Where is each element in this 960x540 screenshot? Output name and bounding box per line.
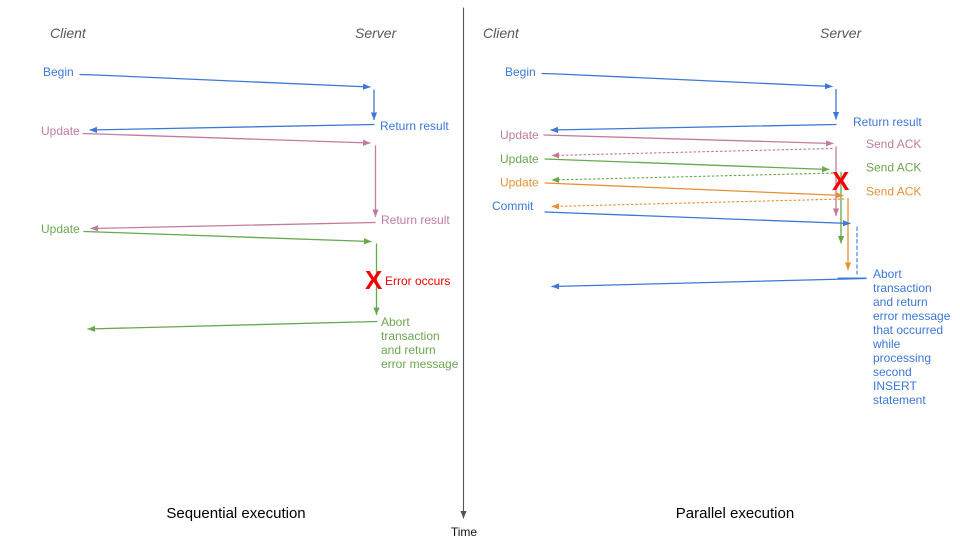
right-update3-request-arrow (544, 182, 844, 199)
right-begin-result-label: Return result (853, 115, 922, 129)
left-server-header: Server (355, 25, 398, 41)
right-begin-label: Begin (505, 65, 536, 79)
right-begin-request-arrow (541, 72, 833, 90)
right-update2-request-arrow (544, 158, 830, 173)
left-begin-request-arrow (79, 73, 371, 90)
right-update2-ack-arrow (551, 172, 838, 183)
right-commit-label: Commit (492, 199, 534, 213)
right-commit-request-arrow (544, 211, 851, 227)
right-error-x-mark: X (832, 166, 850, 196)
right-update3-ack-arrow (551, 198, 845, 210)
left-begin-label: Begin (43, 65, 74, 79)
left-error-x-mark: X (365, 265, 383, 295)
time-axis: Time (451, 7, 478, 539)
left-abort-line-4: error message (381, 357, 459, 371)
right-update1-request-arrow (543, 134, 834, 147)
right-abort-line-3: and return (873, 295, 928, 309)
right-update1-label: Update (500, 128, 539, 142)
right-abort-line-2: transaction (873, 281, 932, 295)
right-abort-return-arrow (551, 277, 867, 290)
right-abort-line-4: error message (873, 309, 951, 323)
right-update3-ack-label: Send ACK (866, 185, 921, 199)
right-caption: Parallel execution (676, 505, 794, 522)
right-abort-line-6: while (872, 337, 901, 351)
left-update1-return-arrow (90, 221, 376, 232)
left-update1-label: Update (41, 124, 80, 138)
right-abort-line-1: Abort (873, 267, 902, 281)
left-abort-line-1: Abort (381, 315, 410, 329)
left-caption: Sequential execution (166, 505, 305, 522)
right-abort-line-9: INSERT (873, 379, 917, 393)
right-update2-label: Update (500, 152, 539, 166)
left-update2-request-arrow (83, 230, 372, 245)
left-update1-result-label: Return result (381, 213, 450, 227)
right-abort-line-10: statement (873, 393, 926, 407)
left-update2-label: Update (41, 222, 80, 236)
right-update2-ack-label: Send ACK (866, 161, 921, 175)
left-begin-result-label: Return result (380, 119, 449, 133)
right-abort-line-8: second (873, 365, 912, 379)
left-error-occurs-label: Error occurs (385, 274, 450, 288)
right-server-header: Server (820, 25, 863, 41)
left-abort-line-3: and return (381, 343, 436, 357)
right-abort-line-7: processing (873, 351, 931, 365)
left-abort-message: Abort transaction and return error messa… (381, 315, 459, 371)
right-begin-return-arrow (550, 123, 837, 133)
parallel-panel: Client Server Begin Return result Update… (483, 25, 951, 522)
right-abort-line-5: that occurred (873, 323, 943, 337)
right-update1-ack-label: Send ACK (866, 137, 921, 151)
right-abort-message: Abort transaction and return error messa… (872, 267, 951, 407)
left-update1-request-arrow (82, 132, 371, 146)
time-axis-label: Time (451, 525, 478, 539)
left-abort-return-arrow (87, 320, 378, 332)
left-client-header: Client (50, 25, 87, 41)
left-begin-return-arrow (89, 123, 375, 133)
right-update3-label: Update (500, 176, 539, 190)
sequential-panel: Client Server Begin Return result Update… (41, 25, 459, 522)
right-update1-ack-arrow (551, 147, 833, 159)
right-client-header: Client (483, 25, 520, 41)
left-abort-line-2: transaction (381, 329, 440, 343)
